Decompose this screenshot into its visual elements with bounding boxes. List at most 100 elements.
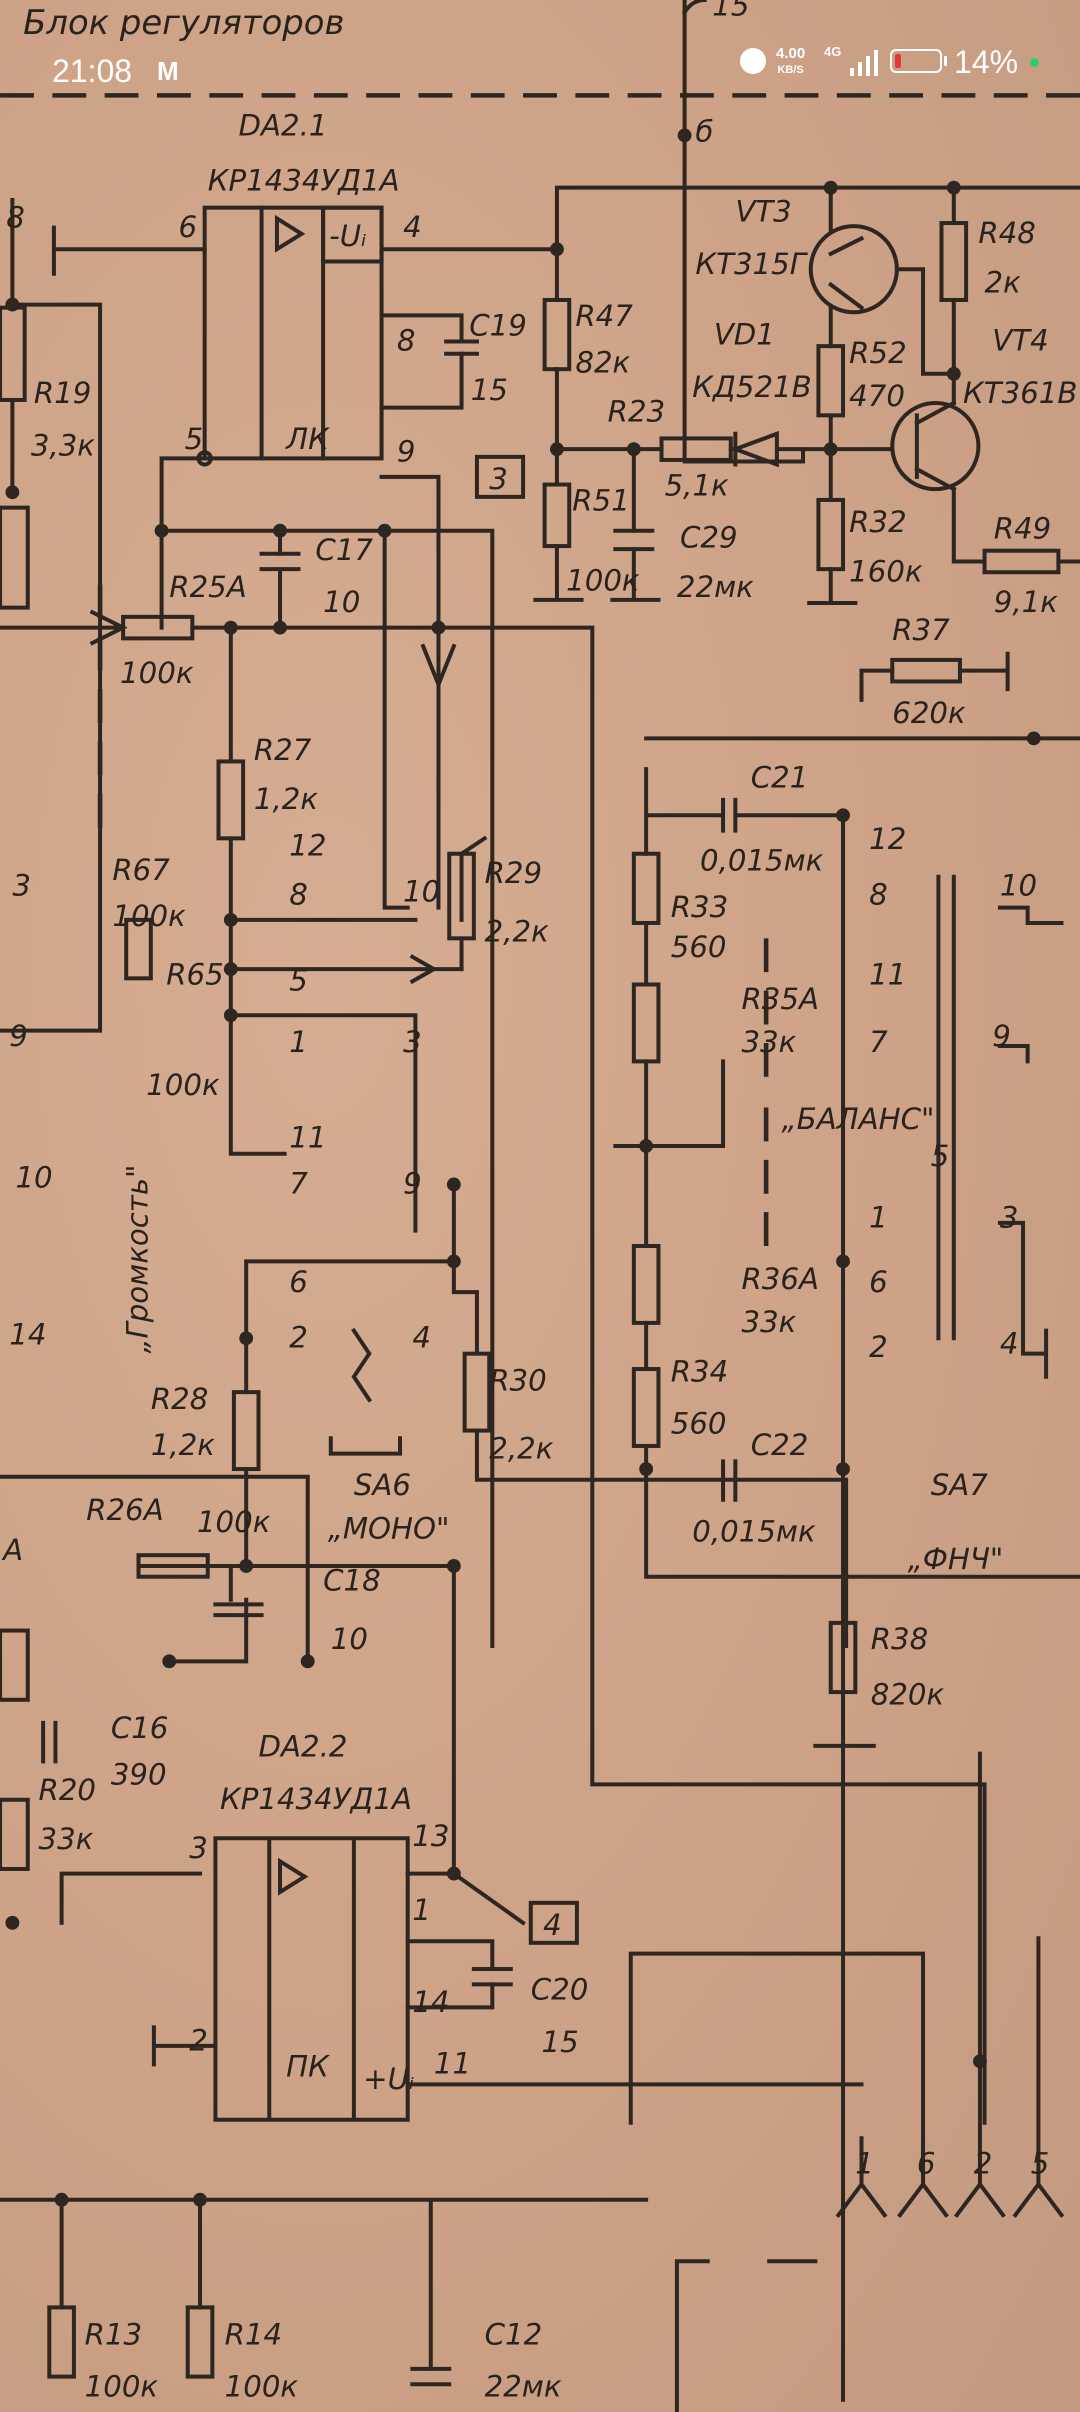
component-label: R34 — [671, 1354, 728, 1388]
component-label: R65 — [166, 957, 223, 991]
component-label: 2,2к — [485, 914, 549, 948]
component-label: 3 — [1000, 1201, 1019, 1235]
component-label: 11 — [869, 957, 906, 991]
junction-dot — [239, 1331, 254, 1346]
component-label: R36A — [742, 1262, 819, 1296]
junction-dot — [223, 620, 238, 635]
component-label: R38 — [871, 1622, 928, 1656]
component-label: КТ315Г — [695, 247, 808, 281]
component-label: 1,2к — [254, 782, 318, 816]
component-label: 1 — [412, 1893, 431, 1927]
component-label: C29 — [680, 521, 738, 555]
component-label: R67 — [112, 853, 170, 887]
battery-percent: 14% — [954, 44, 1019, 80]
component-label: R47 — [575, 299, 633, 333]
component-label: 9 — [9, 1019, 28, 1053]
component-label: 8 — [6, 201, 25, 235]
component-label: 560 — [671, 930, 727, 964]
junction-dot — [677, 128, 692, 143]
component-label: 22мк — [485, 2370, 562, 2404]
component-label: 3,3к — [31, 428, 95, 462]
component-label: 33к — [742, 1025, 797, 1059]
junction-dot — [162, 1654, 177, 1669]
component-label: 10 — [15, 1161, 52, 1195]
component-label: 2 — [189, 2024, 208, 2058]
junction-dots — [5, 128, 1041, 2207]
junction-dot — [973, 2054, 987, 2069]
component-label: C17 — [315, 533, 373, 567]
component-label: 1,2к — [151, 1428, 215, 1462]
component-label: „Громкость" — [121, 1165, 155, 1354]
component-label: 9 — [397, 434, 416, 468]
junction-dot — [446, 1866, 461, 1881]
component-label: 2к — [985, 265, 1022, 299]
component-label: 14 — [412, 1985, 449, 2019]
battery-tip — [944, 56, 947, 66]
component-label: 11 — [434, 2047, 471, 2081]
network-speed-value: 4.00 — [776, 45, 806, 62]
component-label: C16 — [111, 1711, 169, 1745]
junction-dot — [5, 1915, 20, 1930]
component-label: R32 — [849, 505, 906, 539]
component-label: VT4 — [992, 324, 1048, 358]
component-label: 2,2к — [489, 1431, 553, 1465]
component-label: 8 — [397, 324, 416, 358]
component-label: 7 — [869, 1025, 888, 1059]
junction-dot — [193, 2192, 207, 2207]
component-label: 9 — [992, 1019, 1011, 1053]
component-label: R33 — [671, 890, 728, 924]
junction-dot — [273, 523, 287, 538]
component-label: 2 — [289, 1321, 308, 1355]
component-label: 82к — [575, 345, 630, 379]
component-label: R25A — [169, 570, 246, 604]
component-label: 390 — [111, 1757, 167, 1791]
junction-dot — [549, 442, 564, 457]
junction-dot — [549, 242, 564, 257]
component-label: 4 — [1000, 1327, 1019, 1361]
privacy-indicator-dot — [1030, 58, 1039, 67]
component-label: ЛК — [285, 422, 330, 456]
component-label: 1 — [855, 2147, 874, 2181]
component-label: R30 — [489, 1364, 546, 1398]
component-label: 4 — [403, 210, 422, 244]
component-label: 0,015мк — [700, 844, 824, 878]
component-label: „ФНЧ" — [908, 1542, 1004, 1576]
component-label: R35A — [742, 982, 819, 1016]
component-label: 6 — [289, 1265, 308, 1299]
component-label: C12 — [485, 2317, 543, 2351]
component-label: 100к — [112, 899, 186, 933]
component-label: 6 — [869, 1265, 888, 1299]
junction-dot — [273, 620, 287, 635]
component-label: 10 — [323, 585, 360, 619]
junction-dot — [223, 1008, 238, 1023]
junction-dot — [223, 912, 238, 927]
component-label: 15 — [712, 0, 749, 22]
component-label: 15 — [471, 373, 508, 407]
component-label: C20 — [531, 1973, 589, 2007]
component-label: 100к — [566, 564, 640, 598]
component-label: C19 — [469, 308, 527, 342]
component-label: 5 — [185, 422, 204, 456]
component-label: R26A — [86, 1493, 163, 1527]
component-label: 5 — [931, 1139, 950, 1173]
junction-dot — [377, 523, 392, 538]
junction-dot — [946, 180, 961, 195]
junction-dot — [300, 1654, 315, 1669]
junction-dot — [626, 442, 641, 457]
component-label: 33к — [742, 1305, 797, 1339]
component-label: 820к — [871, 1677, 945, 1711]
component-label: C18 — [323, 1564, 381, 1598]
component-label: 2 — [869, 1330, 888, 1364]
network-speed-unit: KB/S — [777, 64, 804, 76]
junction-dot — [946, 366, 961, 381]
component-label: 100к — [120, 656, 194, 690]
component-label: -Uᵢ — [329, 219, 366, 253]
component-label: 14 — [9, 1317, 46, 1351]
component-label: 12 — [289, 828, 326, 862]
junction-dot — [223, 962, 238, 977]
component-label: R20 — [39, 1773, 96, 1807]
component-label: SA7 — [931, 1468, 989, 1502]
component-label: R49 — [994, 511, 1051, 545]
